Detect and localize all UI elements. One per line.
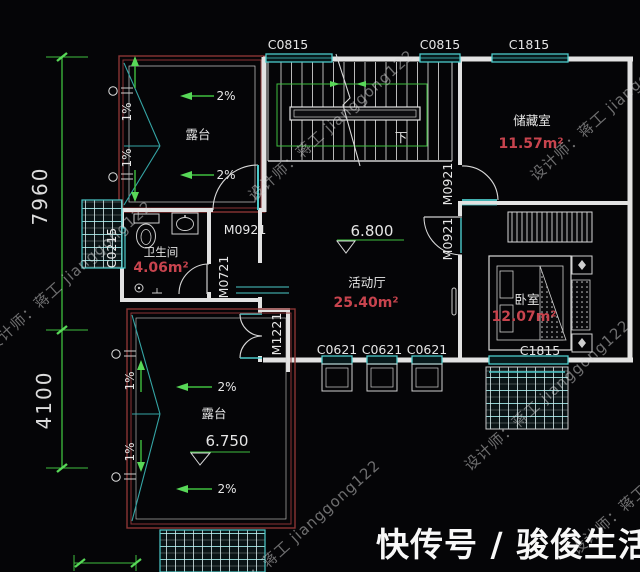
door-double-m1221 <box>239 313 263 359</box>
bed <box>488 255 572 351</box>
slope-label: 2% <box>217 482 236 496</box>
slope-label: 2% <box>216 89 235 103</box>
tag-window-c0621-1: C0621 <box>317 342 358 357</box>
threshold <box>236 286 289 294</box>
sink-icon <box>171 212 199 235</box>
room-area-bedroom: 12.07m² <box>491 309 556 325</box>
roof-ridge-lines <box>131 314 161 522</box>
window-c0621-2 <box>366 355 398 365</box>
window-c0621-3 <box>411 355 443 365</box>
window-c0621-1 <box>321 355 353 365</box>
slope-label: 2% <box>217 380 236 394</box>
dim-tick <box>56 52 68 62</box>
tag-door-m1221: M1221 <box>269 313 284 356</box>
room-area-hall: 25.40m² <box>333 295 398 311</box>
doors <box>178 164 499 359</box>
roof-ridge-lines <box>123 62 161 206</box>
dim-tick <box>74 558 86 568</box>
room-label-terrace-lower: 露台 <box>201 406 226 421</box>
slope-label: 1% <box>120 102 134 121</box>
opening-tags: C0815 C0815 C1815 C0621 C0621 C0621 C181… <box>104 37 560 358</box>
tile-canopy-bedroom <box>485 366 569 430</box>
slope-label: 1% <box>120 148 134 167</box>
bed-blanket-fold <box>539 265 567 341</box>
dimension-4100: 4100 <box>32 371 56 430</box>
tag-window-c0815-hall: C0815 <box>420 37 461 52</box>
staircase: 下 <box>267 53 453 167</box>
level-marker-hall: 6.800 <box>336 222 404 254</box>
designer-watermark: 设计师：蒋工 jianggong122 <box>245 46 418 204</box>
drain-icon <box>111 349 136 482</box>
room-area-bathroom: 4.06m² <box>133 260 188 276</box>
room-label-bathroom: 卫生间 <box>144 245 179 259</box>
level-marker-terrace: 6.750 <box>190 432 250 466</box>
nightstand <box>571 255 593 353</box>
window-c0815-hall <box>419 53 461 63</box>
room-label-storage: 储藏室 <box>513 113 551 128</box>
bathroom-fixtures <box>133 212 199 294</box>
slope-arrow: 2% 2% 1% 1% <box>120 56 236 202</box>
roof-tile-areas <box>81 199 569 572</box>
door-bedroom-m0921 <box>423 216 463 256</box>
window-c1815-storage <box>491 53 569 63</box>
room-label-bedroom: 卧室 <box>514 292 539 307</box>
wall-niche <box>451 287 457 316</box>
dimension-7960: 7960 <box>28 167 52 226</box>
tag-window-c0215: C0215 <box>104 228 119 269</box>
stair-direction-arrow <box>356 81 366 87</box>
stair-down-label: 下 <box>395 130 408 145</box>
tag-window-c0815-stair: C0815 <box>268 37 309 52</box>
dim-tick <box>56 463 68 473</box>
tag-door-bathroom: M0721 <box>216 256 231 299</box>
room-annotations: 卫生间 4.06m² 储藏室 11.57m² 卧室 12.07m² 活动厅 25… <box>133 113 563 325</box>
floor-drain-icon <box>134 283 162 294</box>
tag-window-c0621-2: C0621 <box>362 342 403 357</box>
door-terrace-m0921 <box>212 164 259 211</box>
wardrobe <box>507 211 593 243</box>
window-c0815-stair <box>265 53 333 63</box>
tile-canopy-bottom <box>159 529 266 572</box>
level-value: 6.750 <box>206 432 249 450</box>
dim-tick <box>130 558 142 568</box>
drain-icon <box>108 86 133 182</box>
slope-label: 1% <box>123 371 137 390</box>
tag-door-terrace: M0921 <box>224 222 267 237</box>
lower-terrace: 2% 2% 1% 1% 露台 6.750 <box>111 308 296 529</box>
stair-direction-arrow <box>330 81 340 87</box>
stair-break-line <box>335 53 361 167</box>
slope-label: 1% <box>123 442 137 461</box>
windows <box>117 53 569 392</box>
door-bathroom-m0721 <box>178 263 210 295</box>
dimension-layer: 7960 4100 <box>28 52 142 571</box>
slope-label: 2% <box>216 168 235 182</box>
stair-guide-line <box>276 83 428 147</box>
toilet-icon <box>133 213 160 249</box>
tag-window-c1815-bedroom: C1815 <box>520 343 561 358</box>
room-area-storage: 11.57m² <box>498 136 563 152</box>
door-storage-m0921 <box>461 165 499 206</box>
tag-window-c1815-storage: C1815 <box>509 37 550 52</box>
bedroom-furniture <box>488 211 593 353</box>
tag-window-c0621-3: C0621 <box>407 342 448 357</box>
room-label-terrace-upper: 露台 <box>185 127 210 142</box>
tile-canopy-left <box>81 199 123 269</box>
dim-tick <box>56 325 68 335</box>
upper-terrace: 2% 2% 1% 1% 露台 <box>108 55 266 213</box>
tag-door-bedroom: M0921 <box>440 218 455 261</box>
footer-watermark: 快传号 / 骏俊生活 <box>376 525 640 564</box>
level-value: 6.800 <box>351 222 394 240</box>
designer-watermark: 设计师：蒋工 jianggong122 <box>0 197 156 355</box>
tag-door-storage: M0921 <box>440 163 455 206</box>
window-c1815-bedroom <box>488 355 569 365</box>
slope-arrow: 2% 2% 1% 1% <box>123 360 237 496</box>
window-pillars <box>321 363 443 392</box>
room-label-hall: 活动厅 <box>348 275 386 290</box>
